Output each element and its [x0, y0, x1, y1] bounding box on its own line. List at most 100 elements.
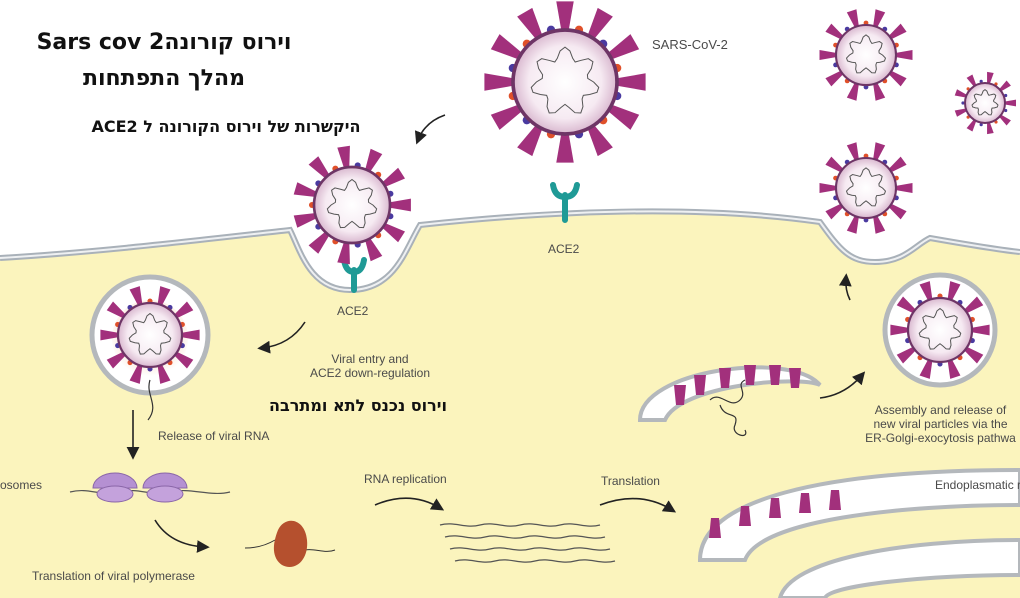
spike-protein [587, 125, 613, 157]
ribosomes [69, 472, 231, 503]
viral-genome [971, 88, 999, 116]
spike-protein [896, 296, 916, 314]
spike-protein [919, 281, 933, 301]
spike-protein [825, 156, 843, 173]
ace2-receptor-top [550, 182, 580, 223]
sars-cov-2-virion-main [484, 1, 646, 163]
spike-protein [769, 498, 781, 518]
viral-genome [530, 46, 600, 114]
spike-protein [947, 281, 961, 301]
viral-genome [845, 167, 887, 207]
spike-protein [739, 506, 751, 526]
spike-protein [106, 301, 126, 319]
spike-protein [825, 203, 843, 220]
spike-protein [182, 329, 200, 341]
endoplasmic-reticulum [697, 467, 1020, 598]
released-rna [147, 379, 154, 421]
viral-genome [918, 307, 962, 350]
translation-label: Translation [601, 474, 660, 488]
spike-protein [954, 89, 967, 98]
spike-protein [490, 34, 522, 60]
viral-genome [845, 34, 887, 74]
spike-protein [337, 145, 350, 168]
spike-protein [846, 82, 859, 101]
release-rna-label: Release of viral RNA [158, 429, 270, 443]
spike-protein [999, 80, 1011, 92]
viral-genome [326, 178, 378, 229]
spike-protein [174, 301, 194, 319]
ribosome [92, 472, 138, 489]
spike-protein [825, 23, 843, 40]
endoplasmatic-label: Endoplasmatic r [935, 478, 1020, 492]
arrow-translation [599, 497, 677, 513]
entry-label: וירוס נכנס לתא ומתרבה [269, 396, 447, 415]
spike-protein [987, 71, 994, 84]
spike-protein [382, 167, 406, 187]
virion-endosome [100, 286, 200, 384]
spike-protein [382, 223, 406, 243]
spike-protein [964, 296, 984, 314]
spike-protein [846, 142, 859, 161]
virion-released-3 [819, 142, 913, 234]
spike-protein [846, 9, 859, 28]
assembly-label: Assembly and release of new viral partic… [848, 403, 1020, 445]
binding-label: היקשרות של וירוס הקורונה ל ACE2 [91, 117, 361, 136]
spike-protein [999, 114, 1011, 126]
spike-protein [608, 34, 640, 60]
assembly-line-1: Assembly and release of [874, 403, 1007, 417]
spike-protein [896, 49, 913, 61]
spike-protein [390, 198, 411, 212]
arrow-assembly [819, 371, 866, 399]
process-arrows [126, 114, 866, 553]
spike-protein [106, 351, 126, 369]
spike-protein [674, 385, 686, 405]
spike-protein [308, 156, 330, 179]
spike-protein [846, 215, 859, 234]
spike-protein [896, 346, 916, 364]
spike-protein [873, 9, 886, 28]
viral-polymerase [244, 539, 276, 549]
spike-protein [873, 82, 886, 101]
spike-protein [293, 213, 317, 228]
spike-protein [129, 364, 143, 384]
viral-entry-line-1: Viral entry and [331, 352, 409, 366]
translation-polymerase-label: Translation of viral polymerase [32, 569, 195, 583]
polymerase-protein [273, 520, 308, 568]
spike-protein [174, 351, 194, 369]
spike-protein [337, 242, 350, 265]
arrow-entry [257, 321, 306, 354]
spike-protein [889, 156, 907, 173]
rna-replication-label: RNA replication [364, 472, 447, 486]
spike-protein [709, 518, 721, 538]
spike-protein [769, 365, 781, 385]
spike-protein [293, 182, 317, 197]
arrow-release [838, 273, 852, 301]
title-line-2: מהלך התפתחות [82, 66, 246, 91]
arrow-rna-replication [374, 497, 445, 511]
spike-protein [608, 104, 640, 130]
spike-protein [972, 324, 990, 336]
virion-released-1 [819, 9, 913, 101]
spike-protein [919, 359, 933, 379]
spike-protein [517, 7, 543, 39]
spike-protein [719, 368, 731, 388]
ribosome [96, 485, 134, 503]
spike-protein [157, 364, 171, 384]
ace2-receptor-bound [341, 257, 367, 293]
spike-protein [490, 104, 522, 130]
spike-protein [954, 108, 967, 117]
spike-protein [556, 134, 574, 163]
viral-rna-strand [709, 379, 747, 437]
virion-bound-ace2 [293, 145, 411, 265]
virion-released-2 [954, 71, 1016, 135]
spike-protein [100, 329, 118, 341]
spike-protein [819, 182, 836, 194]
arrow-binding [414, 114, 446, 145]
spike-protein [947, 359, 961, 379]
spike-protein [587, 7, 613, 39]
viral-entry-label: Viral entry and ACE2 down-regulation [300, 352, 440, 380]
spike-protein [964, 346, 984, 364]
spike-protein [829, 490, 841, 510]
assembly-line-3: ER-Golgi-exocytosis pathwa [865, 431, 1016, 445]
